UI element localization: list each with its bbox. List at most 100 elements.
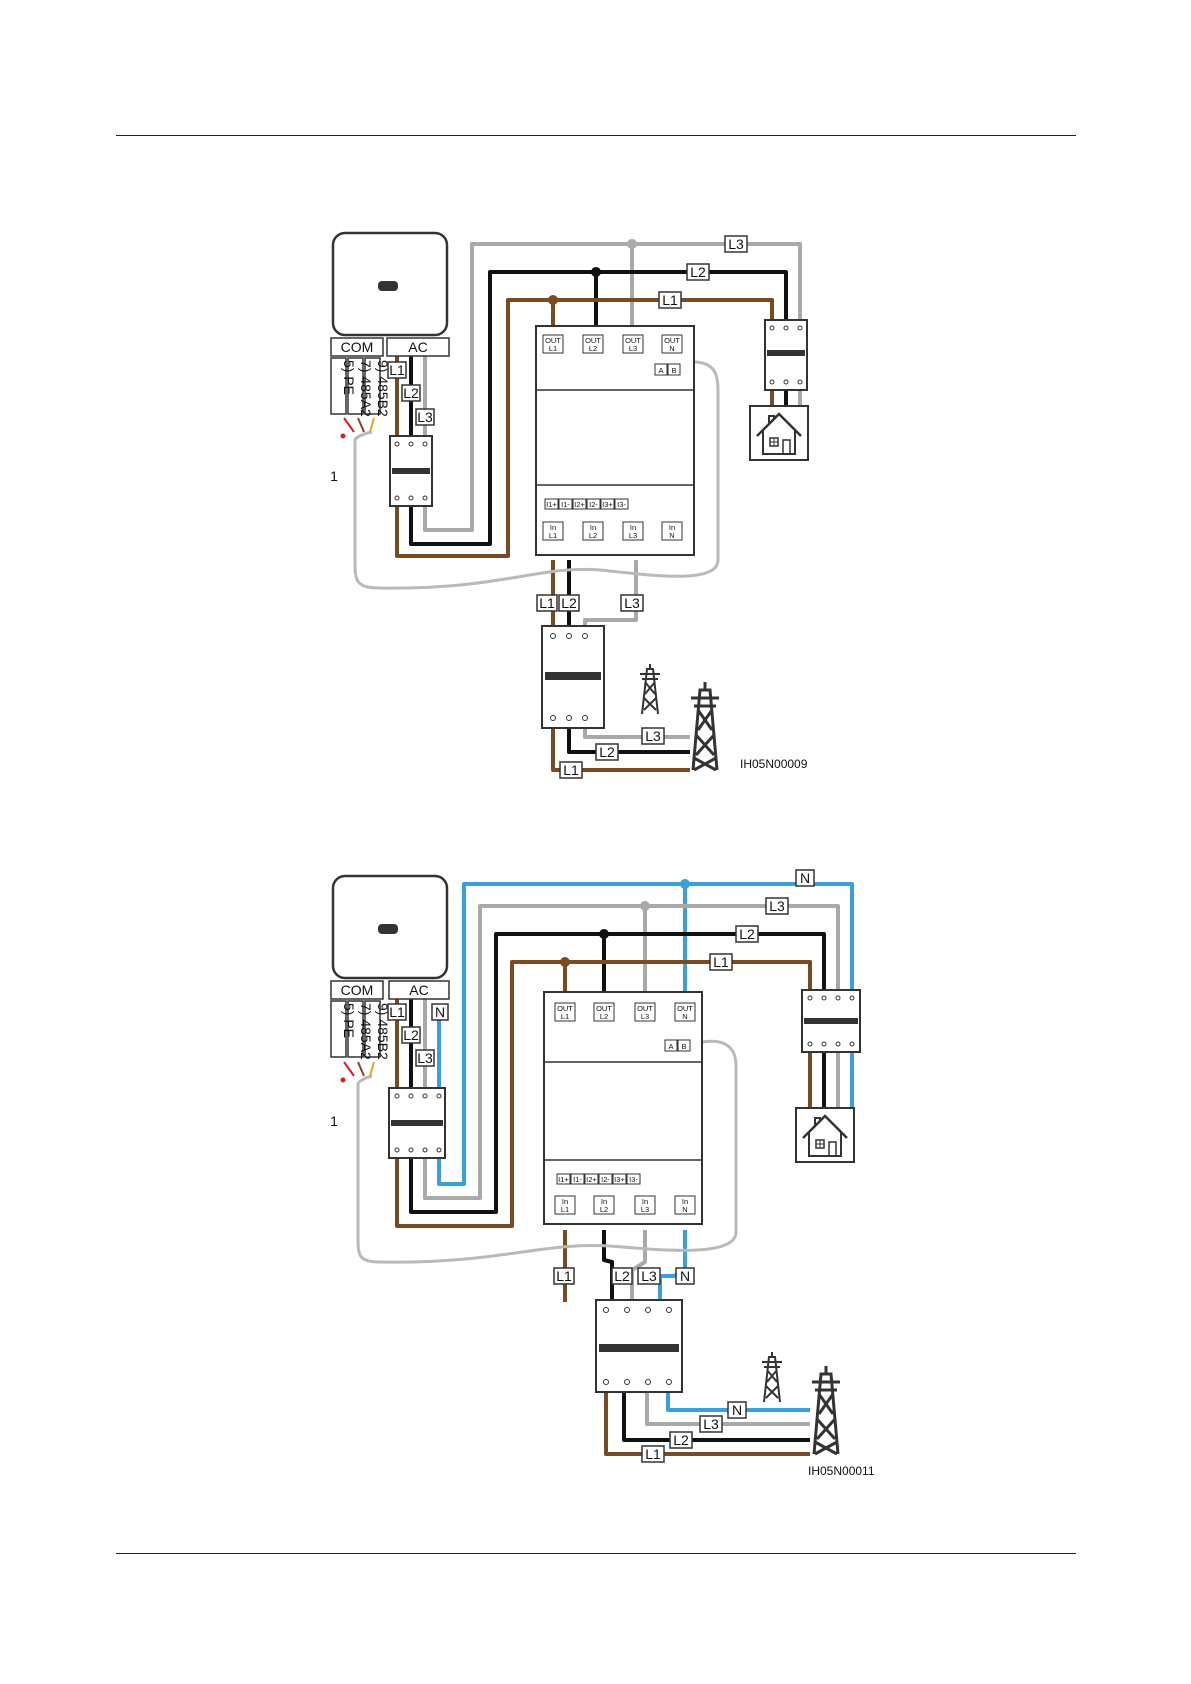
svg-text:In: In xyxy=(562,1197,568,1206)
svg-text:OUT: OUT xyxy=(677,1004,693,1013)
svg-text:L1: L1 xyxy=(389,1004,405,1020)
svg-text:L2: L2 xyxy=(403,1027,419,1043)
svg-text:L3: L3 xyxy=(629,531,637,540)
footer-rule xyxy=(116,1553,1076,1554)
svg-text:OUT: OUT xyxy=(664,336,680,345)
diagram-2-pin-pe: 5) PE xyxy=(341,1003,357,1038)
svg-text:L1: L1 xyxy=(549,344,557,353)
svg-text:L1: L1 xyxy=(645,1446,661,1462)
diagram-2: COM AC 5) PE 7) 485A2 9) 485B2 1 L1 L2 L… xyxy=(330,869,875,1478)
svg-text:L3: L3 xyxy=(645,728,661,744)
svg-text:I3+: I3+ xyxy=(614,1175,625,1184)
svg-text:L1: L1 xyxy=(556,1268,572,1284)
svg-text:L1: L1 xyxy=(713,954,729,970)
diagram-2-house-breaker xyxy=(801,989,861,1053)
svg-text:I3+: I3+ xyxy=(602,500,613,509)
svg-text:L2: L2 xyxy=(600,1205,608,1214)
svg-text:N: N xyxy=(682,1012,687,1021)
svg-text:L1: L1 xyxy=(563,762,579,778)
svg-text:OUT: OUT xyxy=(545,336,561,345)
svg-text:In: In xyxy=(682,1197,688,1206)
svg-text:I3-: I3- xyxy=(617,500,626,509)
transmission-tower-icon xyxy=(639,663,661,715)
svg-text:L2: L2 xyxy=(614,1268,630,1284)
diagram-2-code: IH05N00011 xyxy=(808,1464,875,1478)
svg-text:L3: L3 xyxy=(769,898,785,914)
diagram-1-house-breaker xyxy=(764,319,808,391)
svg-text:L2: L2 xyxy=(599,744,615,760)
svg-text:I1+: I1+ xyxy=(546,500,557,509)
diagram-2-inverter-breaker xyxy=(388,1087,446,1159)
svg-text:L1: L1 xyxy=(549,531,557,540)
svg-text:N: N xyxy=(680,1268,690,1284)
svg-text:I2+: I2+ xyxy=(586,1175,597,1184)
svg-text:B: B xyxy=(671,366,676,375)
svg-text:L3: L3 xyxy=(703,1416,719,1432)
transmission-tower-icon xyxy=(689,680,721,772)
svg-text:L2: L2 xyxy=(600,1012,608,1021)
diagram-2-meter: OUT L1 OUT L2 OUT L3 OUT N A B I1+ I1- I… xyxy=(543,991,703,1225)
svg-text:L2: L2 xyxy=(561,595,577,611)
svg-text:I1-: I1- xyxy=(561,500,570,509)
svg-text:OUT: OUT xyxy=(557,1004,573,1013)
svg-text:L1: L1 xyxy=(389,362,405,378)
svg-text:L2: L2 xyxy=(673,1432,689,1448)
svg-text:OUT: OUT xyxy=(585,336,601,345)
diagram-1-ac-label: AC xyxy=(408,339,427,355)
svg-text:In: In xyxy=(630,523,636,532)
svg-text:I2+: I2+ xyxy=(574,500,585,509)
diagram-2-com-label: COM xyxy=(341,982,374,998)
svg-text:L3: L3 xyxy=(417,1050,433,1066)
transmission-tower-icon xyxy=(761,1351,783,1403)
diagram-2-grid-breaker xyxy=(595,1299,683,1393)
diagram-1-pin-485b2: 9) 485B2 xyxy=(375,360,391,417)
diagram-1-com-label: COM xyxy=(341,339,374,355)
svg-text:L2: L2 xyxy=(739,926,755,942)
svg-text:N: N xyxy=(435,1004,445,1020)
diagram-1-inverter-breaker xyxy=(389,435,433,507)
svg-text:A: A xyxy=(658,366,663,375)
svg-text:N: N xyxy=(669,344,674,353)
svg-text:I3-: I3- xyxy=(629,1175,638,1184)
transmission-tower-icon xyxy=(810,1364,842,1456)
diagram-1-meter: OUT L1 OUT L2 OUT L3 OUT N A B I1+ I1- I… xyxy=(535,325,695,556)
svg-text:L2: L2 xyxy=(589,531,597,540)
svg-text:L1: L1 xyxy=(561,1012,569,1021)
svg-text:L3: L3 xyxy=(641,1268,657,1284)
inverter-logo-icon xyxy=(378,281,398,291)
svg-text:L1: L1 xyxy=(561,1205,569,1214)
diagram-2-pin-485b2: 9) 485B2 xyxy=(375,1003,391,1060)
inverter-logo-icon xyxy=(378,924,398,934)
diagram-2-pin-485a2: 7) 485A2 xyxy=(358,1003,374,1060)
svg-text:B: B xyxy=(681,1042,686,1051)
diagram-1-pin-485a2: 7) 485A2 xyxy=(358,360,374,417)
svg-text:OUT: OUT xyxy=(596,1004,612,1013)
svg-text:L1: L1 xyxy=(662,292,678,308)
svg-text:I1+: I1+ xyxy=(558,1175,569,1184)
svg-text:N: N xyxy=(682,1205,687,1214)
svg-text:L2: L2 xyxy=(589,344,597,353)
svg-text:L2: L2 xyxy=(403,385,419,401)
diagram-1-code: IH05N00009 xyxy=(740,757,808,771)
header-rule xyxy=(116,135,1076,136)
svg-text:L3: L3 xyxy=(641,1012,649,1021)
svg-text:N: N xyxy=(800,870,810,886)
svg-text:OUT: OUT xyxy=(637,1004,653,1013)
svg-text:N: N xyxy=(732,1402,742,1418)
svg-text:N: N xyxy=(669,531,674,540)
diagram-2-wires xyxy=(343,882,854,1456)
svg-text:In: In xyxy=(669,523,675,532)
svg-text:L3: L3 xyxy=(728,236,744,252)
svg-text:L2: L2 xyxy=(690,264,706,280)
svg-text:I2-: I2- xyxy=(601,1175,610,1184)
diagram-2-wire-labels: L1 L2 L3 N N L3 L2 L1 L1 L2 L3 N N xyxy=(387,869,815,1463)
svg-text:In: In xyxy=(590,523,596,532)
svg-text:L3: L3 xyxy=(417,409,433,425)
svg-text:In: In xyxy=(642,1197,648,1206)
diagram-1: COM AC 5) PE 7) 485A2 9) 485B2 1 L1 L2 L… xyxy=(330,231,809,779)
diagram-2-ac-label: AC xyxy=(409,982,428,998)
svg-text:L3: L3 xyxy=(641,1205,649,1214)
svg-text:L1: L1 xyxy=(539,595,555,611)
svg-text:OUT: OUT xyxy=(625,336,641,345)
